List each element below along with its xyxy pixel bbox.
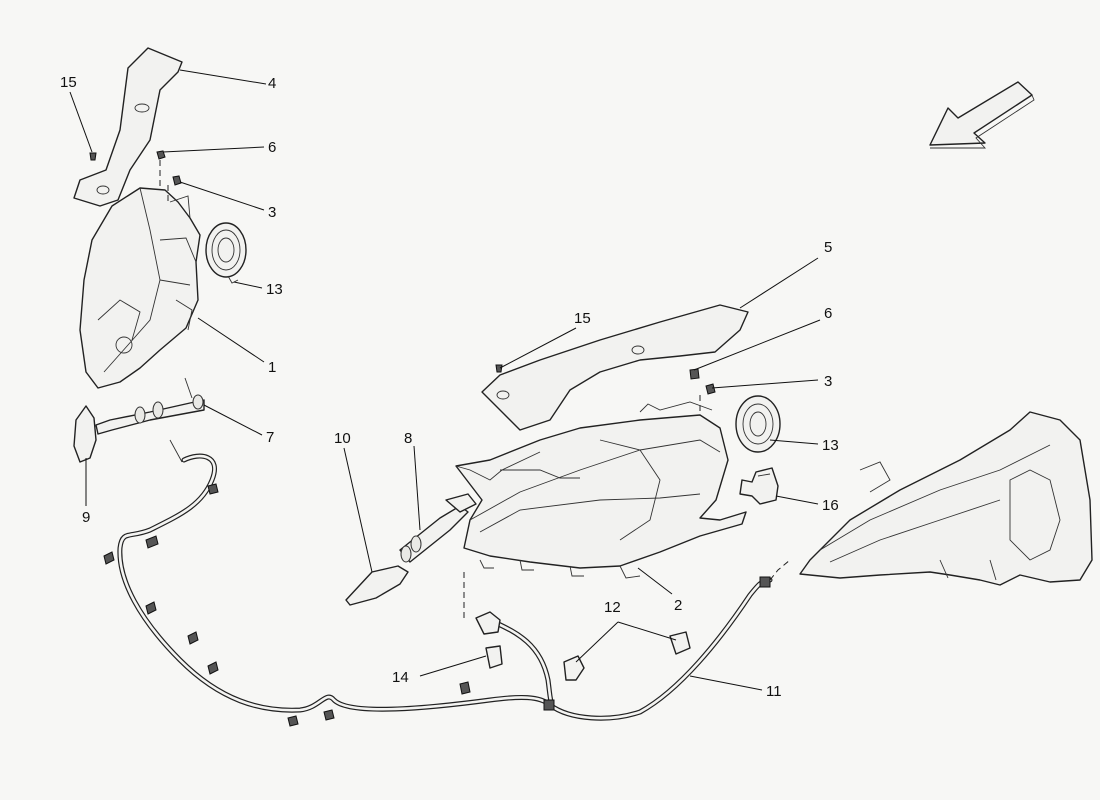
callout-11: 11 — [766, 683, 782, 700]
callout-7: 7 — [266, 429, 274, 446]
callout-15-right: 15 — [574, 310, 591, 327]
part-5-bracket[interactable] — [481, 304, 749, 431]
part-2-right-headlamp[interactable] — [455, 401, 747, 620]
part-8-right-washer-nozzle[interactable] — [399, 493, 477, 563]
part-1-left-headlamp[interactable] — [79, 187, 201, 389]
callout-2: 2 — [674, 597, 682, 614]
callout-13-right: 13 — [822, 437, 839, 454]
callout-15-left: 15 — [60, 74, 77, 91]
callout-13-left: 13 — [266, 281, 283, 298]
callout-14: 14 — [392, 669, 409, 686]
callout-numbers: 15 4 6 3 13 1 7 9 5 15 6 3 13 16 10 8 2 … — [60, 74, 839, 700]
part-16-bulb[interactable] — [739, 467, 779, 505]
leader-lines — [69, 69, 821, 691]
part-3-left-bolt[interactable] — [159, 160, 182, 205]
callout-9: 9 — [82, 509, 90, 526]
callout-3-right: 3 — [824, 373, 832, 390]
part-13-right-cap[interactable] — [735, 395, 781, 453]
callout-4: 4 — [268, 75, 276, 92]
part-15-right-screw[interactable] — [495, 364, 503, 373]
callout-8: 8 — [404, 430, 412, 447]
hose-clips — [103, 483, 471, 727]
fender-panel — [799, 411, 1093, 586]
callout-6-right: 6 — [824, 305, 832, 322]
part-3-right-bolt[interactable] — [699, 383, 716, 420]
part-4-bracket[interactable] — [73, 47, 183, 207]
part-6-left-nut[interactable] — [156, 150, 166, 160]
part-6-right-nut[interactable] — [689, 368, 700, 380]
direction-arrow-icon — [929, 81, 1035, 149]
part-10-cover[interactable] — [345, 565, 409, 606]
callout-3-left: 3 — [268, 204, 276, 221]
part-15-left-screw[interactable] — [89, 152, 97, 161]
callout-5: 5 — [824, 239, 832, 256]
callout-1: 1 — [268, 359, 276, 376]
part-12-clips[interactable] — [563, 631, 691, 681]
callout-16: 16 — [822, 497, 839, 514]
part-14-connector[interactable] — [475, 611, 503, 669]
callout-6-left: 6 — [268, 139, 276, 156]
part-9-left-cover[interactable] — [73, 405, 97, 463]
callout-12: 12 — [604, 599, 621, 616]
part-13-left-cap[interactable] — [205, 222, 247, 284]
part-7-left-washer-nozzle[interactable] — [95, 377, 205, 463]
callout-10: 10 — [334, 430, 351, 447]
part-11-washer-hose[interactable] — [117, 453, 791, 721]
